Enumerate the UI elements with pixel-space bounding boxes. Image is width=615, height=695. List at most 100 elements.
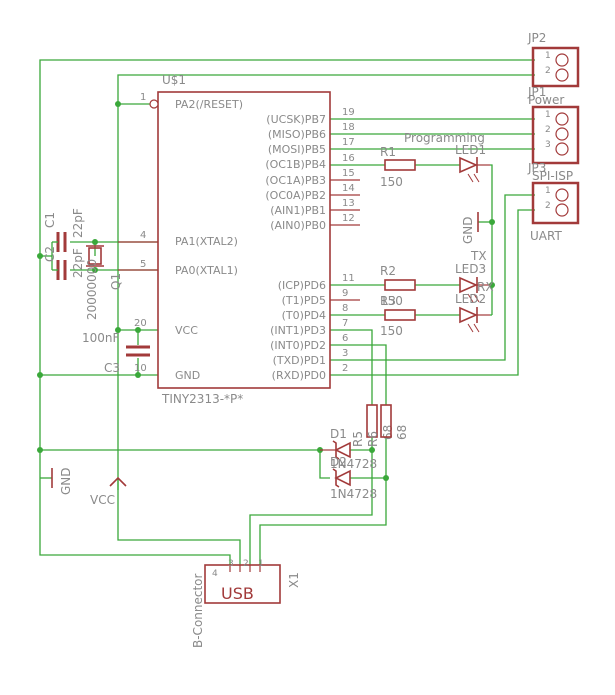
junction-dot: [135, 372, 141, 378]
jp2-pin1: [555, 53, 569, 67]
resistor-r1: R1 150: [380, 145, 416, 189]
pin-number: 3: [342, 348, 348, 359]
pin-label: (OC1A)PB3: [265, 174, 326, 187]
diode-d1: D1 1N4728: [320, 427, 377, 471]
d2-name: D2: [330, 455, 347, 469]
jp1-pin1: [555, 112, 569, 126]
jp3-name: JP3: [527, 161, 546, 175]
wire-d2: [319, 450, 330, 479]
r1-name: R1: [380, 145, 396, 159]
mcu-name: U$1: [162, 73, 186, 87]
pin-number: 6: [342, 333, 348, 344]
wire-pd2-r6: [330, 344, 387, 405]
wire-led1-gnd: [490, 164, 493, 315]
pin-number: 13: [342, 198, 355, 209]
c2-name: C2: [43, 246, 57, 262]
junction-dot: [135, 327, 141, 333]
pin-number: 15: [342, 168, 355, 179]
pin-number: 1: [140, 92, 146, 103]
pin-number: 3: [545, 140, 551, 150]
pin-number: 5: [140, 259, 146, 270]
pin-label: (INT1)PD3: [270, 324, 326, 337]
pin-number: 14: [342, 183, 355, 194]
pin-number: 9: [342, 288, 348, 299]
pin-number: 2: [545, 66, 551, 76]
vcc-symbol: VCC: [90, 476, 127, 507]
crystal-q1: Q1 20000000: [85, 245, 123, 320]
pin-label: (AIN0)PB0: [270, 219, 326, 232]
r1-value: 150: [380, 175, 403, 189]
d1-value: 1N4728: [330, 457, 377, 471]
q1-value: 20000000: [85, 259, 99, 320]
c3-value: 100nF: [82, 331, 120, 345]
pin-number: 16: [342, 153, 355, 164]
pin-label: (INT0)PD2: [270, 339, 326, 352]
junction-dot: [115, 101, 121, 107]
led3-signal: TX: [470, 249, 487, 263]
led2: RX LED2: [455, 280, 494, 333]
connector-jp3[interactable]: JP3 SPI-ISP 1 2 UART: [527, 161, 580, 243]
pin-label: (MOSI)PB5: [268, 143, 326, 156]
jp1-name: JP1: [527, 85, 546, 99]
pin-number: 1: [545, 51, 551, 61]
led3-name: LED3: [455, 262, 486, 276]
usb-label: USB: [221, 584, 254, 603]
pin-number: 1: [545, 186, 551, 196]
wire-jp2-vcc-rail: [117, 74, 535, 565]
junction-dot: [92, 267, 98, 273]
r3-name: R3: [380, 294, 396, 308]
r2-value: 150: [380, 294, 403, 308]
pin-label: PA2(/RESET): [175, 98, 243, 111]
wire-r5-bottom: [249, 437, 373, 565]
pin-label: (MISO)PB6: [268, 128, 326, 141]
pin-number: 2: [545, 201, 551, 211]
led1-name: LED1: [455, 143, 486, 157]
q1-name: Q1: [109, 273, 123, 290]
jp2-body: [531, 46, 580, 88]
pin-label: (AIN1)PB1: [270, 204, 326, 217]
pin-label: (UCSK)PB7: [266, 113, 326, 126]
led3: TX LED3: [455, 249, 490, 303]
pin-number: 3: [228, 559, 234, 569]
d1-name: D1: [330, 427, 347, 441]
capacitors-c1-c2: C1 C2 22pF 22pF: [43, 208, 85, 280]
pin-number: 1: [545, 110, 551, 120]
jp3-pin1: [555, 188, 569, 202]
diode-d2: D2 1N4728: [330, 455, 377, 501]
jp2-name: JP2: [527, 31, 546, 45]
pin-number: 2: [243, 559, 249, 569]
gnd-symbol-right: GND: [461, 212, 479, 244]
jp3-body: [531, 181, 580, 225]
connector-jp1[interactable]: JP1 Power 1 2 3 Programming: [404, 85, 580, 165]
r6-name: R6: [366, 431, 380, 447]
junction-dot: [37, 447, 43, 453]
mcu-u1: U$1 TINY2313-*P* PA2(/RESET) 1 PA1(XTAL2…: [118, 73, 360, 406]
usb-name: X1: [287, 572, 301, 588]
pin-label: VCC: [175, 324, 198, 337]
gnd-right-label: GND: [461, 216, 475, 244]
pin-label: PA1(XTAL2): [175, 235, 238, 248]
r3-value: 150: [380, 324, 403, 338]
pin-label: (TXD)PD1: [273, 354, 326, 367]
programming-label: Programming: [404, 131, 485, 145]
junction-dot: [92, 239, 98, 245]
wire-jp2-gnd-rail: [39, 59, 535, 565]
mcu-body: [157, 91, 331, 389]
r5-name: R5: [351, 431, 365, 447]
connector-jp2[interactable]: JP2 1 2: [527, 31, 580, 88]
wire-pd1-uart: [330, 194, 535, 361]
vcc-label: VCC: [90, 493, 115, 507]
junction-dot: [369, 447, 375, 453]
jp1-pin2: [555, 127, 569, 141]
resistor-r3: R3 150: [380, 294, 416, 338]
junction-dot: [37, 253, 43, 259]
usb-body: [204, 564, 281, 604]
uart-label: UART: [530, 229, 562, 243]
junction-dot: [489, 219, 495, 225]
pin-number: 1: [258, 559, 264, 569]
led1: LED1: [455, 143, 490, 183]
d2-value: 1N4728: [330, 487, 377, 501]
usb-connector-x1[interactable]: USB 4 3 2 1 X1 B-Connector: [191, 559, 301, 648]
pin-number: 10: [134, 363, 147, 374]
junction-dot: [489, 282, 495, 288]
